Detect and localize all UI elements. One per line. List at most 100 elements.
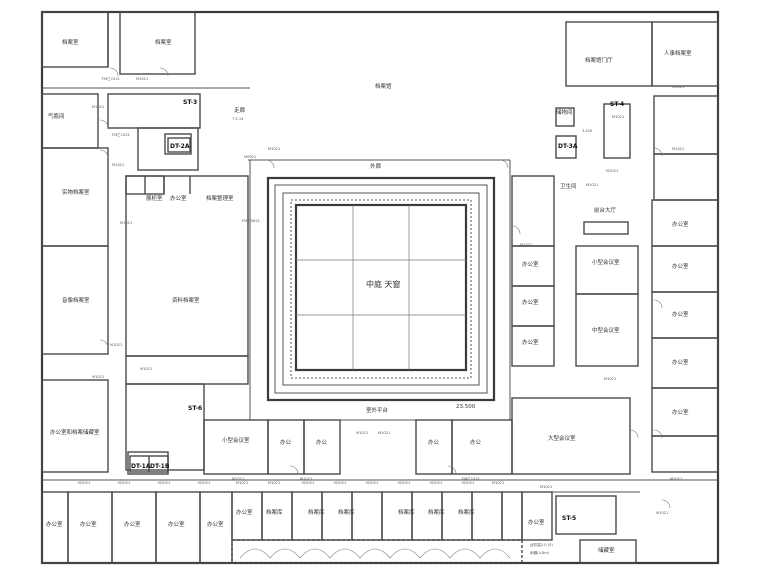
label-r-off2: 办公室 xyxy=(522,298,539,306)
door-tag: M1021 xyxy=(92,105,104,109)
label-right-off2: 办公室 xyxy=(672,262,689,270)
door-tag: M1021 xyxy=(300,477,312,481)
stair-st2a xyxy=(167,137,191,153)
label-mid-meet2: 中型会议室 xyxy=(592,326,620,334)
label-corridor: 走廊 xyxy=(234,106,246,114)
label-st6: ST-6 xyxy=(188,405,202,412)
label-dt1b: DT-1B xyxy=(150,463,170,470)
door-tag: M1021 xyxy=(302,481,314,485)
door-tag: M1021 xyxy=(656,511,668,515)
door-tag: M1021 xyxy=(334,481,346,485)
door-tag: M1021 xyxy=(198,481,210,485)
label-ref: 资料档案室 xyxy=(172,296,200,304)
label-b-off3: 办公室 xyxy=(124,520,141,528)
door-tag: M1021 xyxy=(232,477,244,481)
label-b-off1: 办公室 xyxy=(46,520,63,528)
label-b-off5: 办公室 xyxy=(207,520,224,528)
label-off-a: 办公 xyxy=(280,438,292,446)
label-b-off4: 办公室 xyxy=(168,520,185,528)
label-bottom-note2: 雨棚(4.8m) xyxy=(530,550,550,555)
door-tag: M1021 xyxy=(118,481,130,485)
label-atrium: 中庭 天窗 xyxy=(366,279,401,289)
top-left-block xyxy=(41,11,250,475)
label-right-off3: 办公室 xyxy=(672,310,689,318)
atrium xyxy=(266,176,496,402)
door-tag: M1021 xyxy=(356,431,368,435)
door-tag: M1021 xyxy=(268,147,280,151)
label-level: 23.500 xyxy=(456,404,476,410)
label-gas: 气瓶间 xyxy=(48,112,65,120)
label-small-room: 卫生间 xyxy=(560,182,577,190)
label-st4: ST-4 xyxy=(610,101,624,108)
label-mid-meet: 小型会议室 xyxy=(592,258,620,266)
label-tl-2: 档案室 xyxy=(155,38,172,46)
door-tag: M1021 xyxy=(110,343,122,347)
label-b-off10: 档案库 xyxy=(398,508,415,516)
door-tag: M1021 xyxy=(236,481,248,485)
door-tag: M1021 xyxy=(378,431,390,435)
label-physical: 实物档案室 xyxy=(62,188,90,196)
door-tag: M1021 xyxy=(112,163,124,167)
door-tag: M1021 xyxy=(268,481,280,485)
door-tag: FM乙0821 xyxy=(242,218,260,223)
label-off-b: 办公 xyxy=(316,438,328,446)
door-arcs xyxy=(99,67,671,509)
label-b-off7: 档案库 xyxy=(266,508,283,516)
canopy xyxy=(239,548,511,559)
label-tl-1: 档案室 xyxy=(62,38,79,46)
door-tag: M1021 xyxy=(92,375,104,379)
label-tr-1: 人事档案室 xyxy=(664,49,692,57)
label-b-off12: 档案库 xyxy=(458,508,475,516)
label-audio: 音像档案室 xyxy=(62,296,90,304)
label-big-meet: 大型会议室 xyxy=(548,434,576,442)
label-pantry: 储物间 xyxy=(556,108,573,116)
label-small2: 办公室 xyxy=(170,194,187,202)
label-st4-sub: 3.450 xyxy=(582,129,593,133)
label-st5: ST-5 xyxy=(562,515,576,522)
label-b-off9: 档案库 xyxy=(338,508,355,516)
label-right-off5: 办公室 xyxy=(672,408,689,416)
label-dt3a: DT-3A xyxy=(558,143,578,150)
right-block xyxy=(511,21,719,473)
label-terrace: 室外平台 xyxy=(366,406,389,414)
door-tag: M1021 xyxy=(430,481,442,485)
label-store: 储藏室 xyxy=(598,546,615,554)
label-r-off3: 办公室 xyxy=(522,338,539,346)
door-tag: M1021 xyxy=(136,77,148,81)
door-tag: M1021 xyxy=(140,367,152,371)
label-right-off4: 办公室 xyxy=(672,358,689,366)
door-tag: M1021 xyxy=(158,481,170,485)
door-tag: FM乙1521 xyxy=(112,132,130,137)
door-tag: M1021 xyxy=(672,85,684,89)
label-bottom-note1: 台阶高2.0 (5) xyxy=(530,542,553,547)
label-b-off11: 档案库 xyxy=(428,508,445,516)
door-tag: M1021 xyxy=(398,481,410,485)
label-st2a: DT-2A xyxy=(170,143,190,150)
label-atrium-top: 外廊 xyxy=(370,162,382,170)
label-right-off1: 办公室 xyxy=(672,220,689,228)
label-b-off13: 办公室 xyxy=(528,518,545,526)
door-tag: M1021 xyxy=(540,485,552,489)
label-small-meet: 小型会议室 xyxy=(222,436,250,444)
label-off-c: 办公 xyxy=(428,438,440,446)
label-off-d: 办公 xyxy=(470,438,482,446)
label-corridor-level: 7.5.14 xyxy=(232,117,244,121)
door-tag: M1021 xyxy=(606,169,618,173)
bottom-middle-rooms xyxy=(203,397,631,475)
door-tag: M1021 xyxy=(670,477,682,481)
bottom-rooms xyxy=(41,479,718,564)
door-tag: FM乙1521 xyxy=(102,76,120,81)
door-tag: M1021 xyxy=(604,377,616,381)
label-top-right-gate: 档案馆门厅 xyxy=(585,56,613,64)
door-tag: M1021 xyxy=(586,183,598,187)
label-b-off6: 办公室 xyxy=(236,508,253,516)
door-tag: M1021 xyxy=(672,147,684,151)
label-lobby: 前台大厅 xyxy=(594,206,617,214)
label-office-archive: 办公室和档案储藏室 xyxy=(50,428,100,436)
label-top-hall: 档案馆 xyxy=(375,82,392,90)
door-tag: M1021 xyxy=(366,481,378,485)
label-dt1a: DT-1A xyxy=(131,463,151,470)
door-tag: M1021 xyxy=(78,481,90,485)
